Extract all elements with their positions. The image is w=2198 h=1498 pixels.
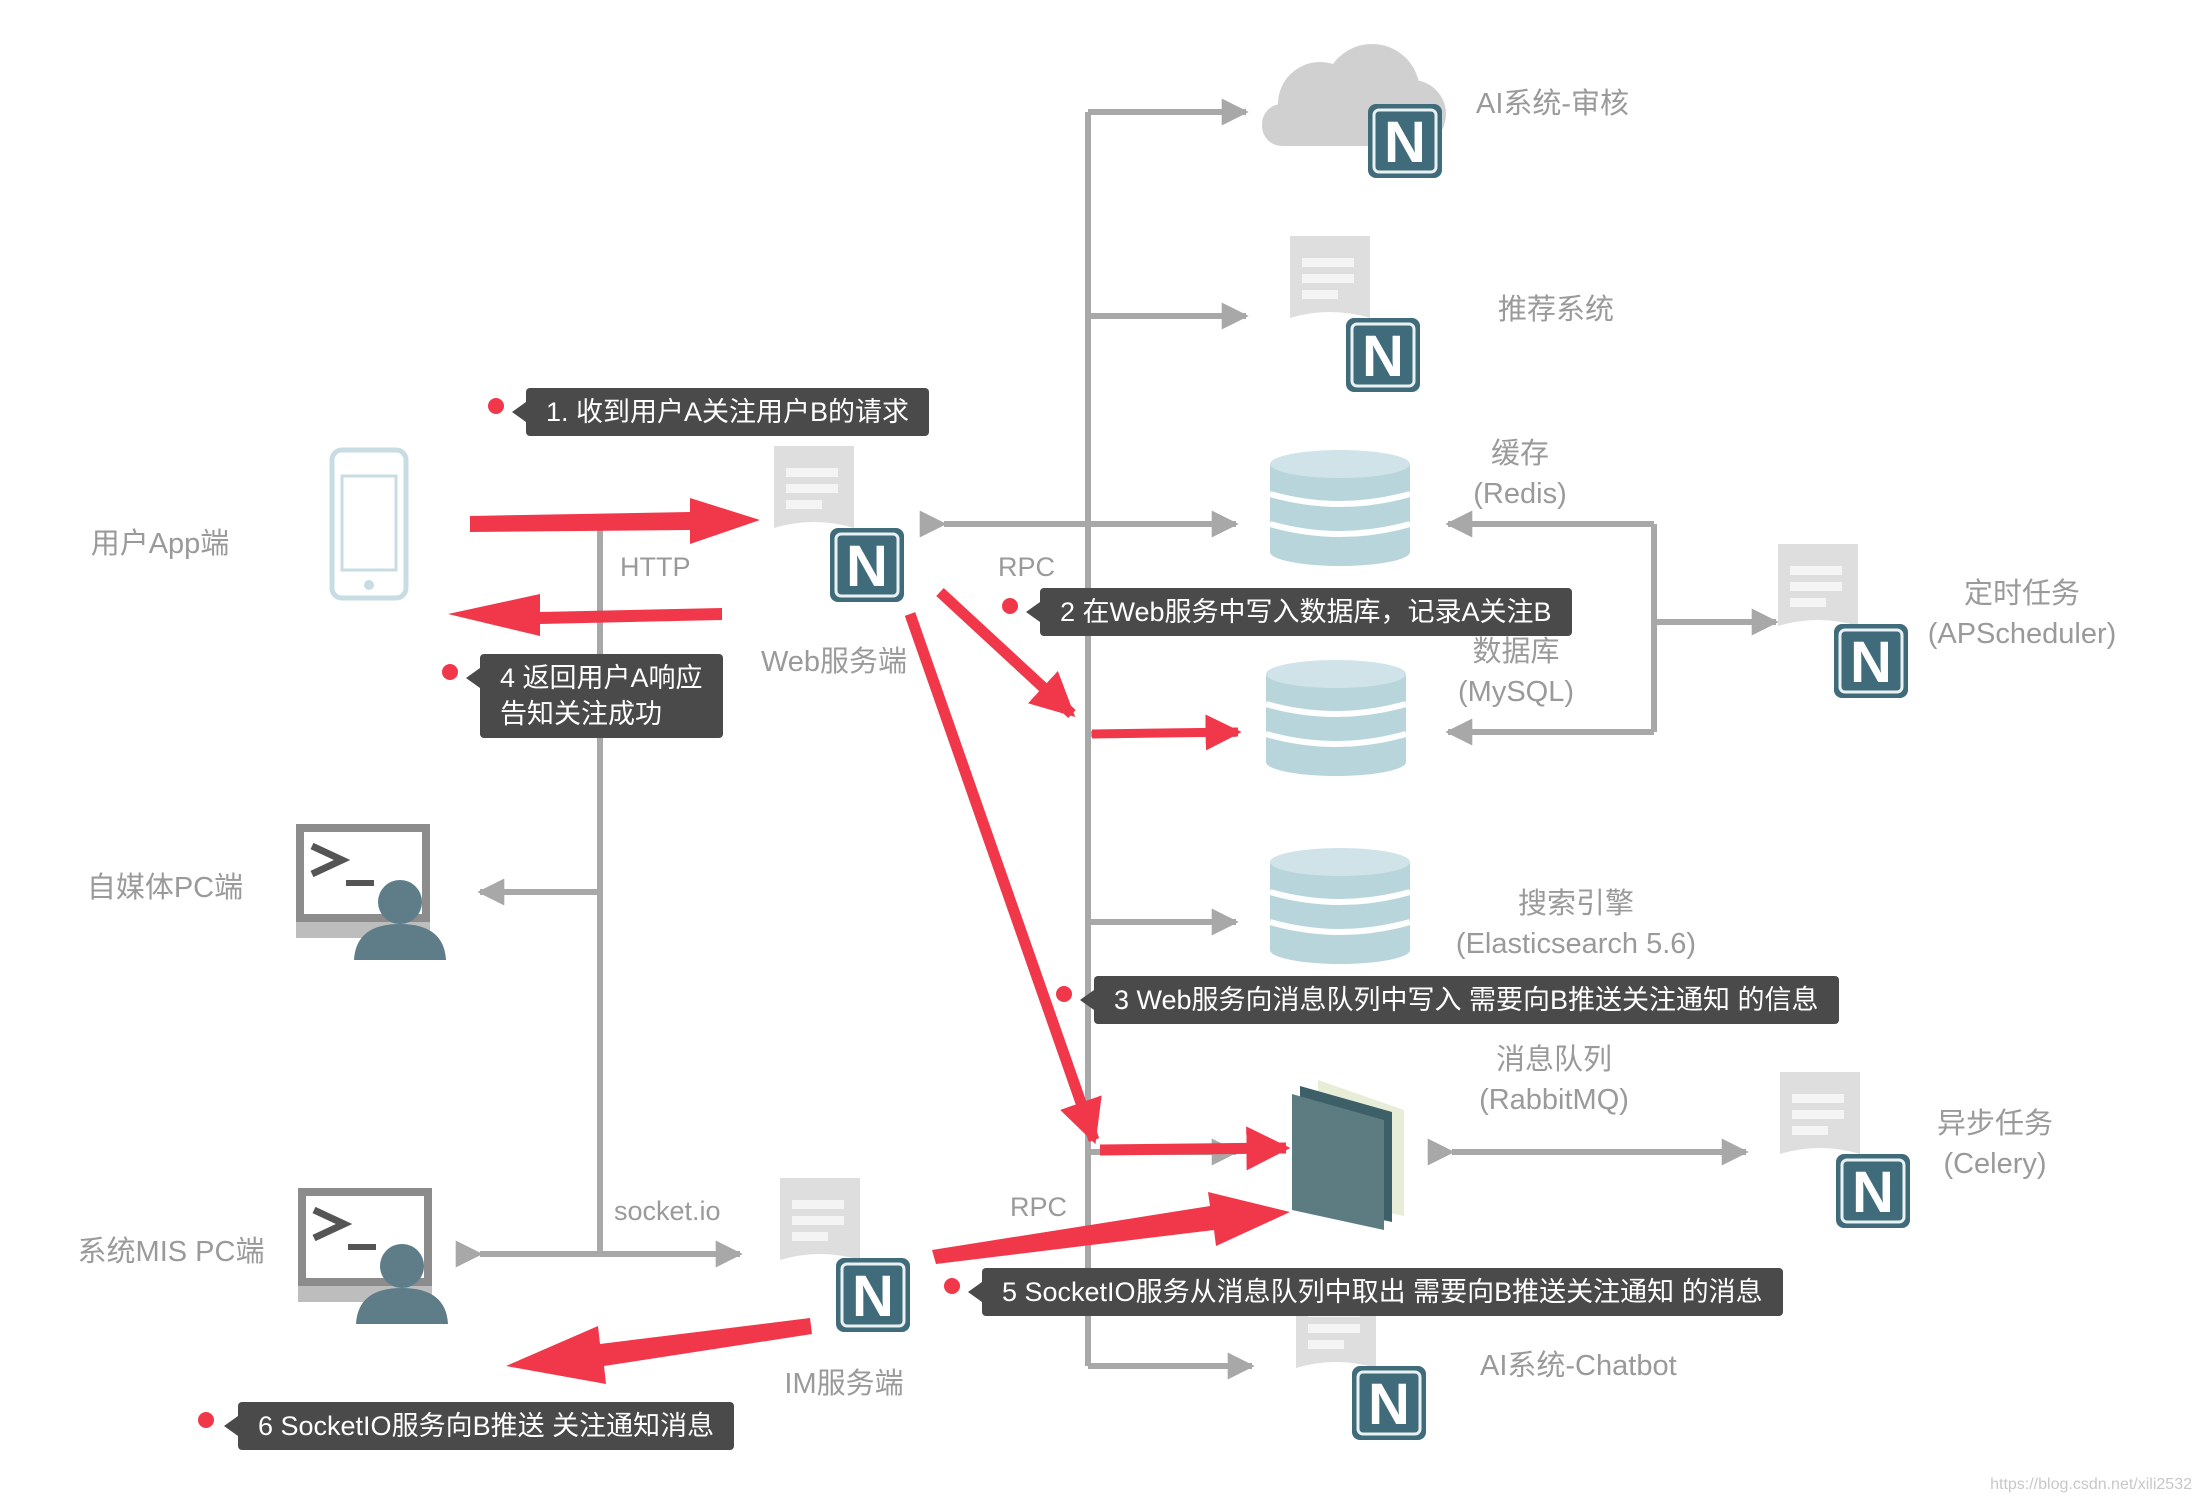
terminal-user-icon — [296, 824, 446, 960]
node-label-recommend: 推荐系统 — [1498, 294, 1615, 326]
watermark: https://blog.csdn.net/xili2532 — [1990, 1476, 2192, 1493]
message-queue-icon — [1292, 1080, 1404, 1230]
database-cylinder-icon — [1270, 450, 1410, 566]
step-note-4-line2: 告知关注成功 — [500, 699, 662, 729]
step-note-2: 2 在Web服务中写入数据库，记录A关注B — [1026, 588, 1572, 636]
node-label-search-sub: (Elasticsearch 5.6) — [1455, 928, 1697, 960]
step-marker — [198, 1412, 214, 1428]
node-label-media-pc: 自媒体PC端 — [86, 872, 244, 904]
server-doc-icon — [780, 1178, 860, 1260]
server-badge-icon — [828, 526, 906, 604]
database-cylinder-icon — [1270, 848, 1410, 964]
step-marker — [1002, 598, 1018, 614]
server-badge-icon — [1366, 102, 1444, 180]
node-label-mq-sub: (RabbitMQ) — [1479, 1084, 1629, 1116]
step-marker — [488, 398, 504, 414]
step-note-3: 3 Web服务向消息队列中写入 需要向B推送关注通知 的信息 — [1080, 976, 1839, 1024]
flow-arrows — [448, 498, 1291, 1384]
server-doc-icon — [1780, 1072, 1860, 1154]
phone-icon — [329, 447, 409, 601]
step-note-1: 1. 收到用户A关注用户B的请求 — [511, 388, 930, 436]
node-label-user-app: 用户App端 — [90, 528, 230, 560]
step-note-6: 6 SocketIO服务向B推送 关注通知消息 — [223, 1402, 735, 1450]
server-doc-icon — [1778, 544, 1858, 626]
server-doc-icon — [774, 446, 854, 528]
protocol-label-socketio: socket.io — [614, 1196, 721, 1226]
node-label-database-sub: (MySQL) — [1458, 676, 1574, 708]
server-badge-icon — [1350, 1364, 1428, 1442]
node-label-scheduler-sub: (APScheduler) — [1927, 618, 2117, 650]
terminal-user-icon — [298, 1188, 448, 1324]
node-label-database-title: 数据库 — [1472, 636, 1560, 668]
server-badge-icon — [1832, 622, 1910, 700]
node-label-cache-title: 缓存 — [1490, 438, 1549, 470]
server-doc-icon — [1290, 236, 1370, 318]
node-label-scheduler-title: 定时任务 — [1963, 578, 2080, 610]
node-label-async-sub: (Celery) — [1943, 1148, 2047, 1180]
protocol-label-http: HTTP — [620, 552, 691, 582]
step-marker — [442, 664, 458, 680]
protocol-label-rpc-top: RPC — [998, 552, 1056, 582]
node-label-im-server: IM服务端 — [784, 1368, 904, 1400]
node-label-web-server: Web服务端 — [760, 646, 908, 678]
node-label-async-title: 异步任务 — [1936, 1108, 2053, 1140]
server-badge-icon — [834, 1256, 912, 1334]
database-cylinder-icon — [1266, 660, 1406, 776]
step-marker — [1056, 986, 1072, 1002]
node-label-ai-audit: AI系统-审核 — [1476, 88, 1630, 120]
server-badge-icon — [1834, 1152, 1912, 1230]
node-label-ai-chatbot: AI系统-Chatbot — [1480, 1350, 1677, 1382]
node-label-mis-pc: 系统MIS PC端 — [77, 1236, 265, 1268]
step-note-4-line1: 4 返回用户A响应 — [500, 663, 703, 693]
step-note-5: 5 SocketIO服务从消息队列中取出 需要向B推送关注通知 的消息 — [968, 1268, 1783, 1316]
protocol-label-rpc-bottom: RPC — [1010, 1192, 1068, 1222]
server-badge-icon — [1344, 316, 1422, 394]
node-label-cache-sub: (Redis) — [1473, 478, 1567, 510]
node-label-search-title: 搜索引擎 — [1517, 888, 1634, 920]
step-marker — [944, 1278, 960, 1294]
node-label-mq-title: 消息队列 — [1495, 1044, 1612, 1076]
step-note-4: 4 返回用户A响应 告知关注成功 — [466, 654, 723, 738]
